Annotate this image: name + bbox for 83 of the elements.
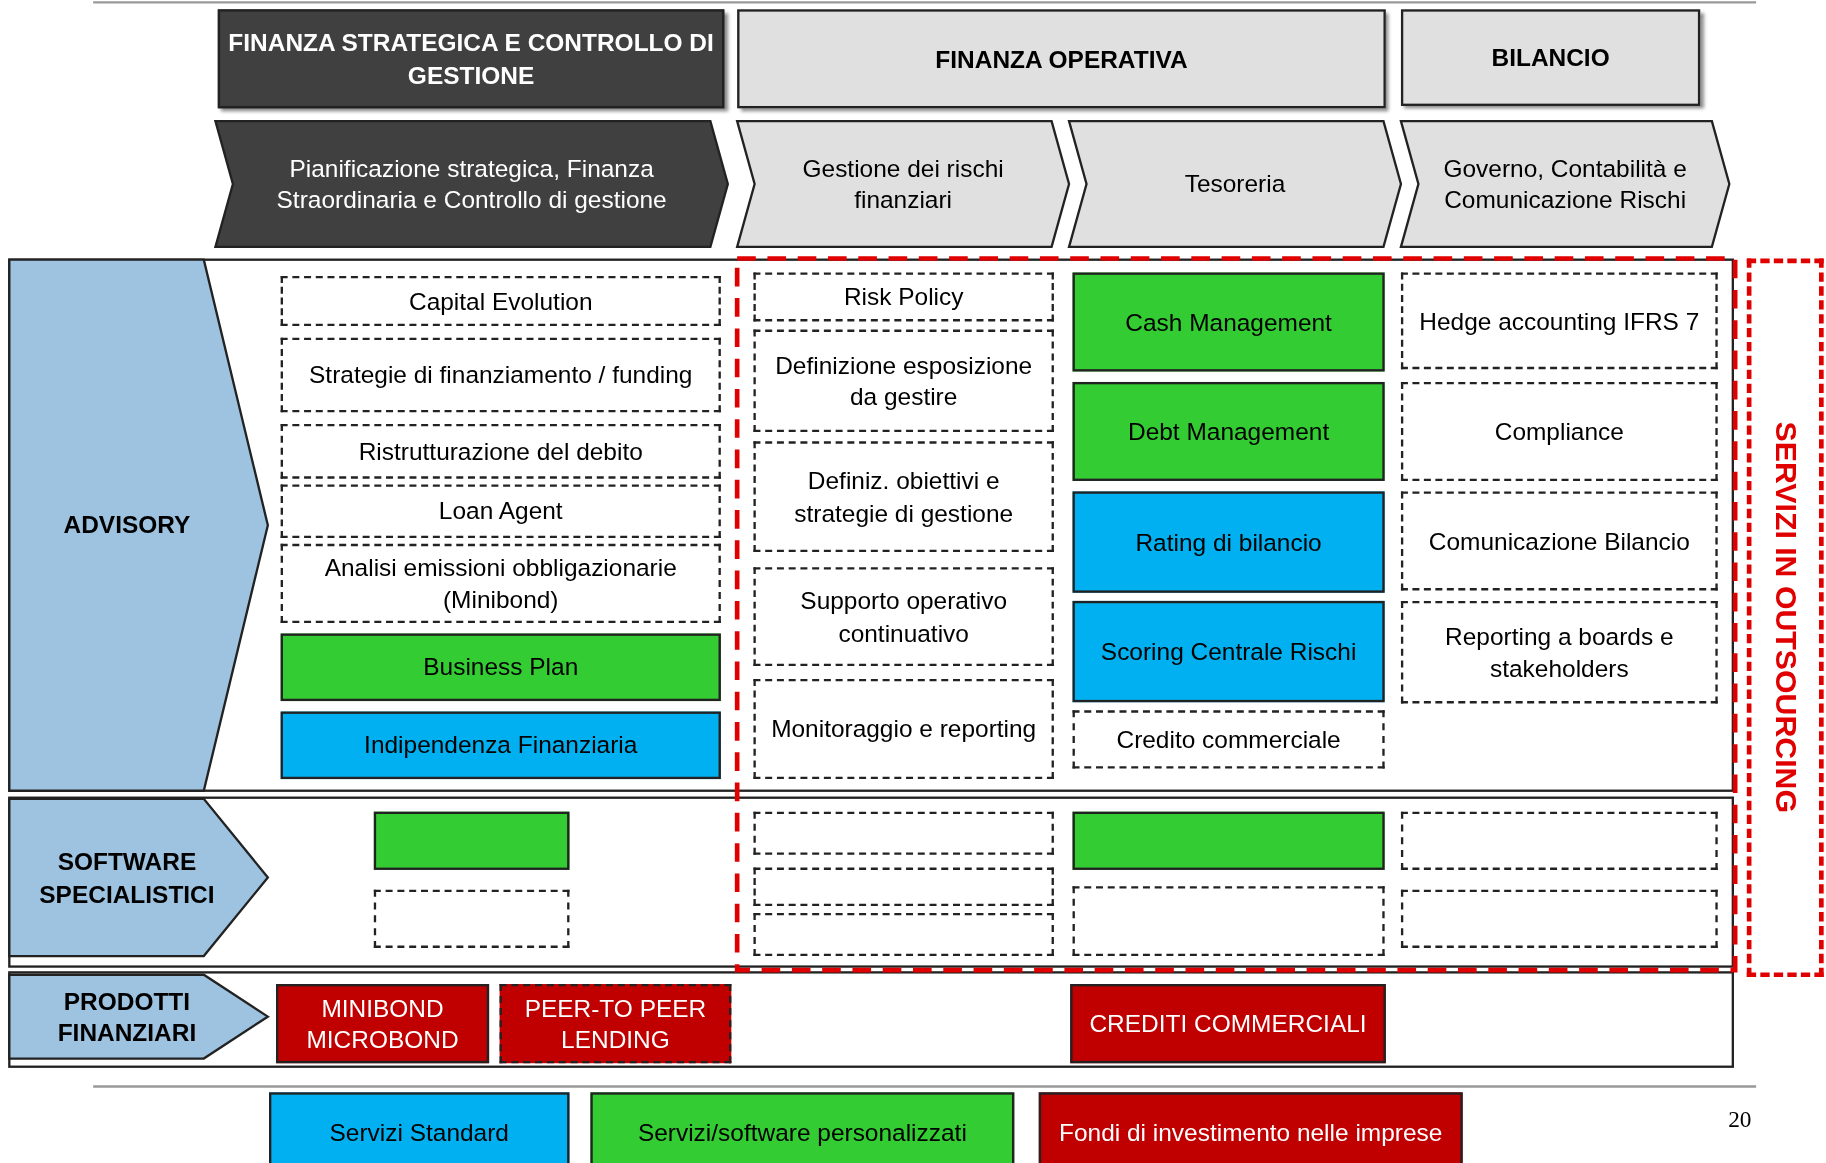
row-heading-band (9, 798, 268, 957)
service-box (1400, 381, 1718, 481)
label-text: Tesoreria (1183, 169, 1287, 200)
label-text: Governo, Contabilità e Comunicazione Rischi (1442, 153, 1688, 216)
label-text: Hedge accounting IFRS 7 (1418, 306, 1701, 337)
service-box (280, 276, 721, 327)
software-box (373, 889, 570, 948)
service-box (1072, 710, 1385, 769)
process-step-banner (1400, 121, 1730, 247)
service-box (1072, 600, 1385, 703)
label-text: CREDITI COMMERCIALI (1088, 1009, 1368, 1039)
label-text: Credito commerciale (1115, 724, 1342, 755)
row-heading-band (9, 974, 268, 1059)
heading-text: BILANCIO (1490, 43, 1611, 73)
service-box (280, 543, 721, 624)
section-header (217, 9, 725, 109)
software-box (1400, 889, 1718, 948)
software-box (753, 913, 1054, 957)
service-box (1072, 491, 1385, 593)
label-text: Capital Evolution (408, 286, 594, 317)
process-step-banner (737, 121, 1070, 247)
service-box (1072, 381, 1385, 481)
service-box (280, 633, 721, 702)
legend-swatch: Servizi/software personalizzati (590, 1092, 1015, 1163)
software-box (753, 867, 1054, 906)
product-box (276, 984, 490, 1064)
process-step-banner (215, 121, 728, 247)
label-text: MINIBOND MICROBOND (305, 993, 460, 1055)
section-header (737, 9, 1386, 109)
page-number: 20 (1728, 1106, 1752, 1134)
software-box (1072, 886, 1385, 957)
label-text: Rating di bilancio (1134, 527, 1323, 558)
legend-swatch: Fondi di investimento nelle imprese (1038, 1092, 1463, 1163)
legend-swatch: Servizi Standard (269, 1092, 570, 1163)
label-text: Monitoraggio e reporting (770, 714, 1038, 745)
label-text: Compliance (1493, 416, 1625, 447)
label-text: Debt Management (1127, 416, 1331, 447)
service-box (753, 567, 1054, 667)
process-step-banner (1069, 121, 1401, 247)
section-header (1400, 9, 1701, 106)
service-box (753, 329, 1054, 433)
service-box (753, 272, 1054, 322)
service-box (753, 441, 1054, 552)
label-text: SERVIZI IN OUTSOURCING (1767, 422, 1805, 814)
label-text: Cash Management (1124, 307, 1333, 338)
service-box (1400, 600, 1718, 704)
label-text: Indipendenza Finanziaria (363, 730, 639, 761)
service-box (1400, 491, 1718, 591)
heading-text: FINANZA OPERATIVA (934, 44, 1189, 74)
product-box (499, 984, 732, 1064)
label-text: Reporting a boards e stakeholders (1444, 621, 1675, 684)
service-box (280, 423, 721, 479)
service-box (753, 678, 1054, 780)
heading-text: SOFTWARE SPECIALISTICI (38, 847, 216, 909)
service-box (280, 711, 721, 780)
label-text: Supporto operativo continuativo (799, 586, 1008, 648)
label-text: Analisi emissioni obbligazionarie (Minibond) (323, 553, 678, 615)
label-text: Loan Agent (437, 496, 564, 527)
label-text: PEER-TO PEER LENDING (523, 993, 708, 1055)
service-box (280, 337, 721, 413)
label-text: Scoring Centrale Rischi (1099, 637, 1358, 667)
label-text: Definiz. obiettivi e strategie di gestione (793, 466, 1015, 529)
software-box (373, 811, 570, 870)
heading-text: FINANZA STRATEGICA E CONTROLLO DI GESTIONE (227, 28, 715, 90)
outsourcing-box (1746, 258, 1824, 978)
heading-text: ADVISORY (62, 510, 192, 541)
software-box (1072, 811, 1385, 870)
service-box (280, 484, 721, 538)
service-box (1072, 272, 1385, 372)
heading-text: PRODOTTI FINANZIARI (56, 986, 198, 1048)
label-text: Strategie di finanziamento / funding (308, 360, 694, 391)
row-heading-band (9, 259, 268, 791)
label-text: Ristrutturazione del debito (357, 436, 644, 467)
label-text: Definizione esposizione da gestire (774, 350, 1034, 412)
software-box (1400, 811, 1718, 870)
service-box (1400, 272, 1718, 370)
label-text: Comunicazione Bilancio (1427, 526, 1691, 557)
product-box (1070, 984, 1386, 1064)
label-text: Risk Policy (842, 282, 965, 313)
label-text: Pianificazione strategica, Finanza Straordinaria e Controllo di gestione (275, 153, 668, 216)
label-text: Business Plan (422, 652, 580, 683)
software-box (753, 811, 1054, 855)
label-text: Gestione dei rischi finanziari (801, 153, 1005, 216)
